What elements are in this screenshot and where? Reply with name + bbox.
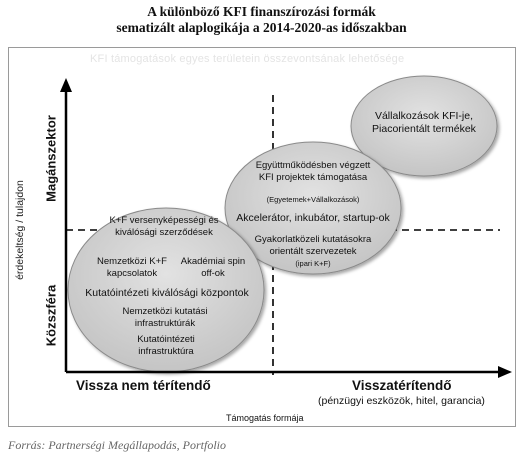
source-note: Forrás: Partnerségi Megállapodás, Portfo… [8,438,226,452]
bubble-left-line-4: Nemzetközi kutatási infrastruktúrák [122,306,208,329]
bubble-left-line-1: K+F versenyképességi és kiválósági szerz… [109,215,219,238]
bubble-middle-line-1-sub: (Egyetemek+Vállalkozások) [266,195,360,204]
bubble-middle-line-1: Együttműködésben végzett KFI projektek t… [255,160,371,183]
x-axis-arrowhead [498,366,512,378]
bubble-middle-line-2: Akcelerátor, inkubátor, startup-ok [236,212,390,224]
bubble-middle-line-3: Gyakorlatközeli kutatásokra orientált sz… [254,234,372,257]
x-axis-title: Támogatás formája [226,413,304,423]
bubble-left-line-5: Kutatóintézeti infrastruktúra [137,334,195,357]
title-line-2: sematizált alaplogikája a 2014-2020-as i… [116,20,407,35]
y-label-public-sector: Közszféra [43,284,59,347]
bubble-left-line-2b: Akadémiai spin off-ok [180,256,246,279]
y-axis-arrowhead [60,78,72,92]
x-label-refundable-sub: (pénzügyi eszközök, hitel, garancia) [318,395,485,407]
title-line-1: A különböző KFI finanszírozási formák [147,4,376,19]
bubble-middle [224,141,402,275]
y-axis-title: érdekeltség / tulajdon [14,180,26,280]
bubble-middle-line-3-sub: (ipari K+F) [295,259,331,268]
x-label-refundable: Visszatérítendő [352,378,452,393]
bubble-left-line-3: Kutatóintézeti kiválósági központok [85,287,249,299]
x-label-non-refundable: Vissza nem térítendő [76,378,211,393]
y-label-private-sector: Magánszektor [43,115,59,202]
bubble-left-line-2a: Nemzetközi K+F kapcsolatok [97,256,167,279]
faint-background-text: KFI támogatások egyes területein összevo… [90,53,405,65]
bubble-right [350,75,498,177]
bubble-right-text: Vállalkozások KFI-je, Piacorientált term… [372,110,476,135]
